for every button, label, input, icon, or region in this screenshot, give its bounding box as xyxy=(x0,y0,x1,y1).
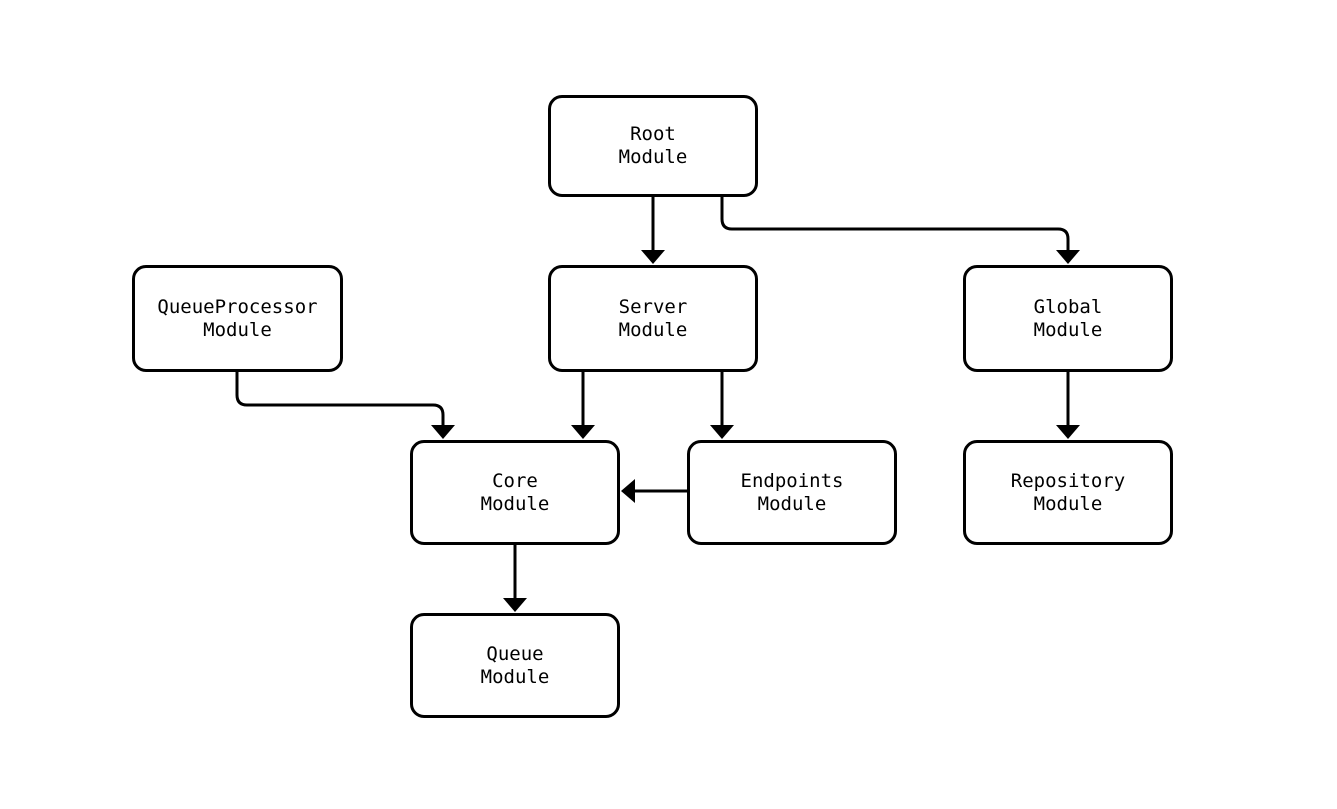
node-server-module[interactable]: Server Module xyxy=(548,265,758,372)
arrowhead-icon xyxy=(641,250,665,264)
node-endpoints-module[interactable]: Endpoints Module xyxy=(687,440,897,545)
arrowhead-icon xyxy=(621,479,635,503)
edge-server-to-core xyxy=(571,372,595,439)
edge-global-to-repository xyxy=(1056,372,1080,439)
arrowhead-icon xyxy=(1056,250,1080,264)
edge-line xyxy=(235,372,445,427)
node-queue-module[interactable]: Queue Module xyxy=(410,613,620,718)
node-label-line1: Root xyxy=(630,123,676,145)
node-label-line2: Module xyxy=(1033,492,1103,515)
node-label-line1: QueueProcessor xyxy=(157,295,318,318)
edge-queueprocessor-to-core xyxy=(235,372,455,439)
node-label-line1: Server xyxy=(618,295,688,318)
node-label-line2: Module xyxy=(757,492,827,515)
node-label-line1: Core xyxy=(492,469,538,492)
node-root-module[interactable]: Root Module xyxy=(548,95,758,197)
node-queueprocessor-module[interactable]: QueueProcessor Module xyxy=(132,265,343,372)
node-label-line2: Module xyxy=(203,318,272,341)
node-label-line2: Module xyxy=(1033,318,1103,341)
arrowhead-icon xyxy=(431,425,455,439)
node-repository-module[interactable]: Repository Module xyxy=(963,440,1173,545)
arrowhead-icon xyxy=(710,425,734,439)
node-core-module[interactable]: Core Module xyxy=(410,440,620,545)
node-label-line2: Module xyxy=(618,318,688,341)
node-label-line2: Module xyxy=(618,146,688,168)
edge-server-to-endpoints xyxy=(710,372,734,439)
edge-root-to-global xyxy=(720,197,1080,264)
node-label-line2: Module xyxy=(480,665,550,688)
node-label-line1: Global xyxy=(1033,295,1103,318)
node-label-line2: Module xyxy=(480,492,550,515)
node-label-line1: Queue xyxy=(486,642,544,665)
node-label-line1: Repository xyxy=(1010,469,1126,492)
edge-line xyxy=(720,197,1070,252)
arrowhead-icon xyxy=(1056,425,1080,439)
edge-endpoints-to-core xyxy=(621,479,687,503)
node-global-module[interactable]: Global Module xyxy=(963,265,1173,372)
arrowhead-icon xyxy=(503,598,527,612)
node-label-line1: Endpoints xyxy=(740,469,844,492)
edge-core-to-queue xyxy=(503,545,527,612)
edge-root-to-server xyxy=(641,197,665,264)
arrowhead-icon xyxy=(571,425,595,439)
